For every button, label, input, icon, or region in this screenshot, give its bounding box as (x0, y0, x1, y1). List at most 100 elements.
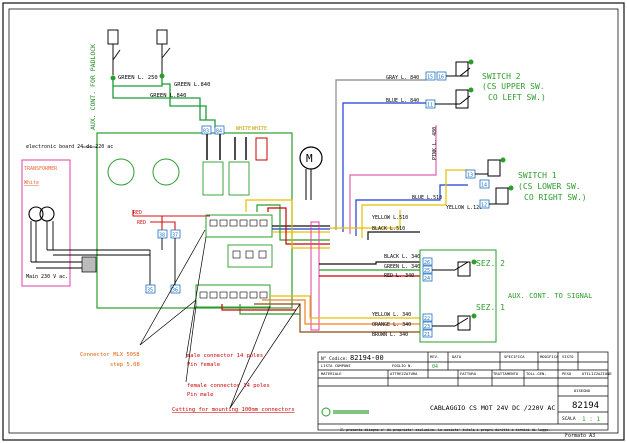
terminal-84: 84 (216, 129, 222, 135)
tb-modifica: MODIFICA (540, 354, 559, 359)
title-block (317, 351, 609, 431)
note-connector-2: step 5.08 (110, 362, 140, 368)
sez-1-contact (432, 313, 477, 331)
terminal-25: 25 (424, 268, 430, 274)
wire-label-brown-340: BROWN L. 340 (372, 332, 408, 338)
mains-label: Main 230 V ac. (26, 274, 68, 280)
note-connector-1: Connector MLX 5058 (80, 352, 140, 358)
sez-2-terminals (422, 257, 433, 282)
wire-label-green-840-b: GREEN L.840 (150, 93, 186, 99)
capacitor-1 (107, 158, 135, 186)
wire-label-red-340: RED L. 340 (384, 273, 414, 279)
padlock-switch-right (156, 29, 171, 79)
wire-label-yellow-120: YELLOW L.120 (446, 205, 482, 211)
terminal-37: 37 (172, 233, 178, 239)
padlock-green-wires (112, 78, 216, 128)
tb-peso: PESO (562, 371, 572, 376)
tb-description: CABLAGGIO CS MOT 24V DC /220V AC (430, 404, 555, 412)
wire-label-red-a: RED (133, 210, 142, 216)
wire-label-white: WHITE (236, 126, 251, 132)
note-female-2: Pin male (187, 392, 214, 398)
wire-label-red-b: RED (137, 220, 146, 226)
tb-materiale: MATERIALE (321, 371, 342, 376)
wire-label-blue-510: BLUE L.510 (412, 195, 442, 201)
wire-label-black-340: BLACK L. 340 (384, 254, 420, 260)
transformer-box (21, 159, 71, 287)
aux-padlock-label: AUX. CONT. FOR PADLOCK (89, 44, 97, 130)
wire-label-blue-840: BLUE L. 840 (386, 98, 419, 104)
terminal-22: 22 (424, 316, 430, 322)
tb-data: DATA (452, 354, 462, 359)
terminal-11: 11 (427, 103, 433, 109)
wire-label-green-250: GREEN L. 250 (118, 75, 158, 81)
bundle-sheath (310, 221, 320, 331)
tb-disegno: DISEGNO (574, 388, 591, 393)
terminal-38: 38 (159, 233, 165, 239)
switch-2-sub2: CO LEFT SW.) (488, 93, 546, 102)
motor-label: M (306, 152, 313, 165)
terminal-13: 13 (467, 173, 473, 179)
wire-label-green-840-a: GREEN L.840 (174, 82, 210, 88)
terminal-36: 36 (172, 288, 178, 294)
relay-pins (206, 134, 247, 160)
terminal-35: 35 (147, 288, 153, 294)
tb-utilizzazione: UTILIZZAZIONE (582, 371, 612, 376)
sez-block (419, 249, 497, 343)
terminal-24: 24 (424, 276, 430, 282)
switch-2-title: SWITCH 2 (482, 72, 521, 81)
wire-label-orange-340: ORANGE L. 340 (372, 322, 411, 328)
note-male-2: Pin female (187, 362, 220, 368)
tb-rev: REV. (430, 354, 439, 359)
company-logo-icon (321, 407, 331, 417)
tb-formato: Formato A3 (565, 433, 595, 439)
sez-2-contact (432, 259, 477, 277)
wire-label-black-510: BLACK L.510 (372, 226, 405, 232)
tb-codice-label: N° Codice: (321, 356, 348, 362)
switch-2-sub1: (CS UPPER SW. (482, 82, 545, 91)
terminal-83: 83 (203, 129, 209, 135)
terminal-23: 23 (424, 324, 430, 330)
note-leaders (139, 229, 301, 409)
tb-foglio: FOGLIO N. (392, 363, 413, 368)
terminal-12: 12 (481, 203, 487, 209)
terminal-21: 21 (424, 332, 430, 338)
tb-toll-gen: TOLL.GEN. (526, 371, 547, 376)
tb-footer: Il presente disegno e' di proprieta' esc… (340, 428, 550, 432)
note-cutting: Cutting for mounting 100mm connectors (172, 407, 295, 413)
transformer-sub: White (24, 180, 39, 186)
terminal-14: 14 (481, 183, 487, 189)
tb-specifica: SPECIFICA (504, 354, 525, 359)
switch-2-contacts (435, 59, 474, 109)
wire-label-white-2: WHITE (252, 126, 267, 132)
transformer-label: TRANSFORMER (24, 166, 58, 172)
wire-bundle (245, 79, 468, 249)
aux-signal-label: AUX. CONT. TO SIGNAL (508, 292, 592, 300)
connector-lower-pins (199, 291, 268, 299)
terminal-26: 26 (424, 260, 430, 266)
sez-1-terminals (422, 313, 433, 338)
tb-trattamento: TRATTAMENTO (493, 371, 519, 376)
sez-2-label: SEZ. 2 (476, 259, 505, 268)
tb-visto: VISTO (562, 354, 574, 359)
company-name-mark (333, 410, 369, 414)
fuse (255, 137, 268, 161)
switch-1-contacts (475, 157, 514, 205)
note-female-1: female connector 14 poles (187, 383, 270, 389)
switch-1-sub2: CO RIGHT SW.) (524, 193, 587, 202)
tb-attrezzatura: ATTREZZATURA (390, 371, 418, 376)
red-wires (132, 210, 210, 230)
wire-label-pink-480: PINK L. 480 (432, 127, 438, 160)
connector-middle-pins (232, 250, 267, 259)
note-male-1: male connector 14 poles (187, 353, 263, 359)
tb-scala-val: 1 : 1 (582, 416, 600, 423)
wire-label-green-340: GREEN L. 340 (384, 264, 420, 270)
relay-1 (202, 161, 224, 196)
connector-upper-pins (209, 219, 268, 227)
switch-1-sub1: (CS LOWER SW. (518, 182, 581, 191)
wire-label-yellow-510: YELLOW L.510 (372, 215, 408, 221)
tb-number: 82194 (572, 401, 599, 411)
tb-scala-label: SCALA (562, 416, 576, 422)
